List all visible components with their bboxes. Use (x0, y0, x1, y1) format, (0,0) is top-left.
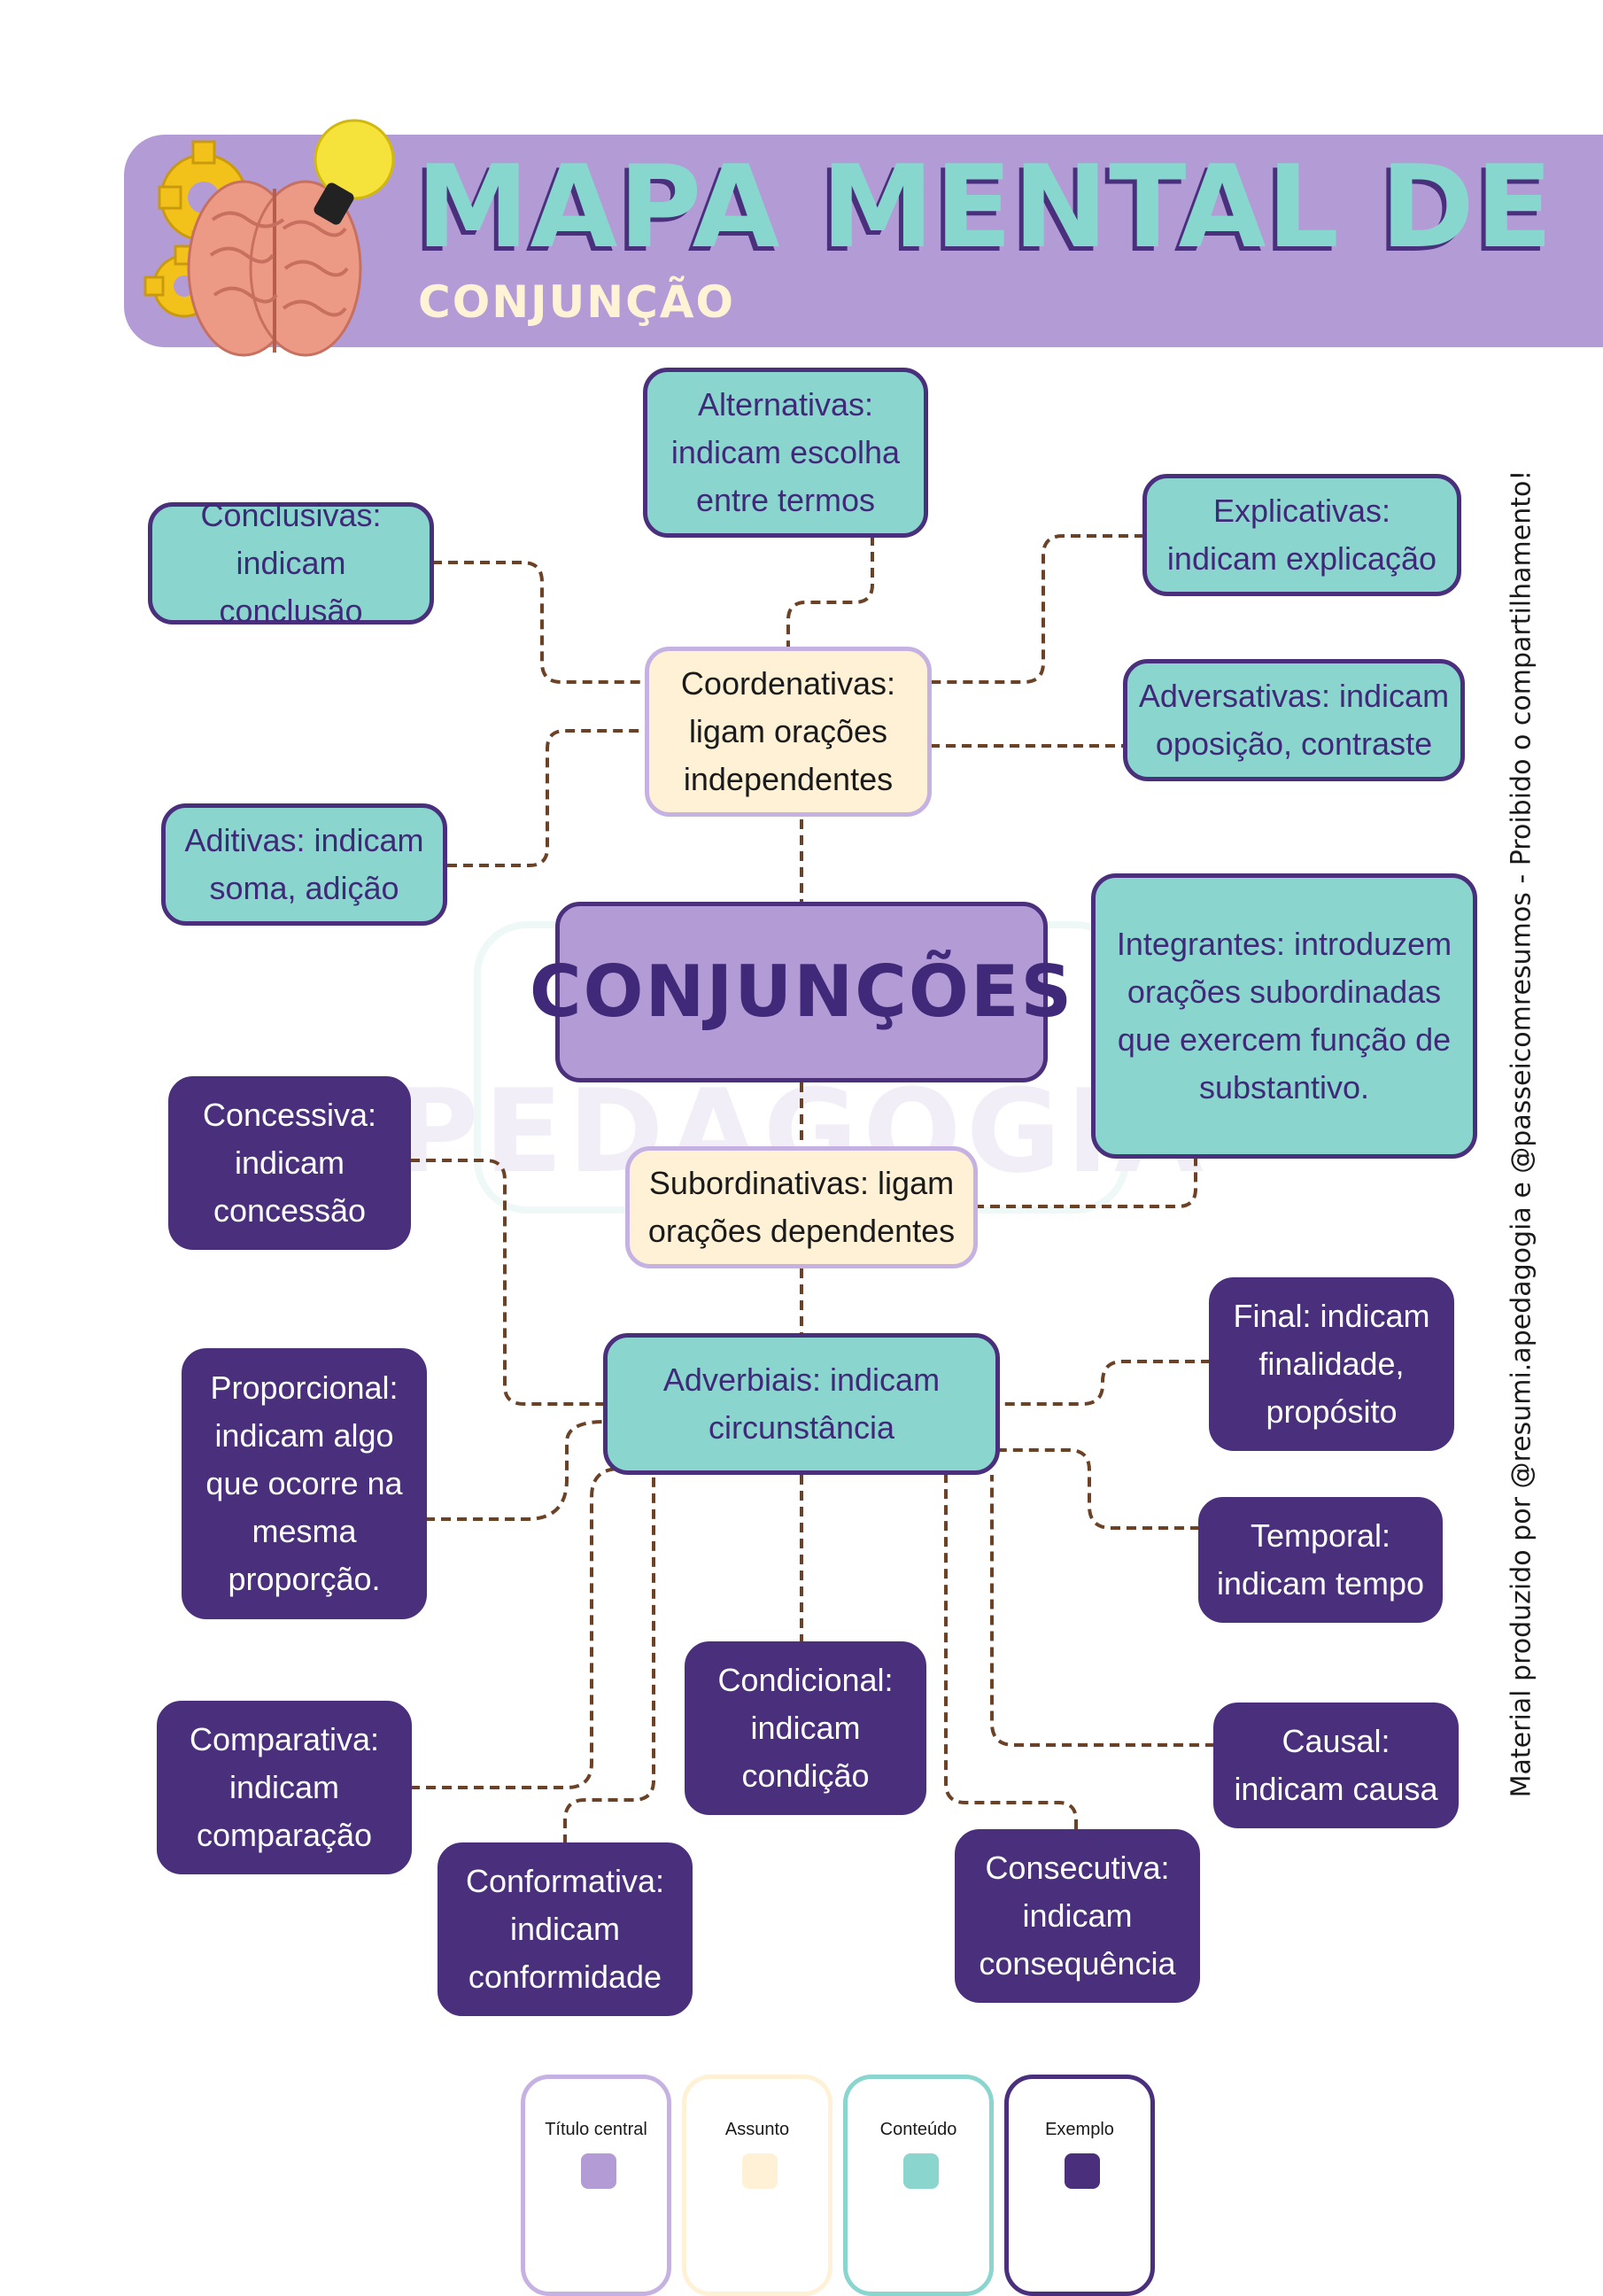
node-temporal: Temporal: indicam tempo (1198, 1497, 1443, 1623)
node-comparativa: Comparativa: indicam comparação (157, 1701, 412, 1874)
link-explicativas (930, 534, 1144, 684)
legend-label: Título central (545, 2120, 647, 2139)
legend-card-exemplo: Exemplo (1004, 2075, 1155, 2296)
node-final: Final: indicam finalidade, propósito (1209, 1277, 1454, 1451)
copyright-side-text: Material produzido por @resumi.apedagogi… (1506, 469, 1537, 1798)
node-consecutiva: Consecutiva: indicam consequência (955, 1829, 1200, 2003)
node-conformativa: Conformativa: indicam conformidade (438, 1842, 693, 2016)
link-consecutiva (944, 1475, 1078, 1829)
link-temporal (999, 1448, 1200, 1530)
node-concessiva: Concessiva: indicam concessão (168, 1076, 411, 1250)
legend-swatch (903, 2153, 939, 2189)
node-explicativas: Explicativas: indicam explicação (1142, 474, 1461, 596)
node-proporcional: Proporcional: indicam algo que ocorre na… (182, 1348, 427, 1619)
legend-label: Assunto (724, 2120, 790, 2139)
page-title: MAPA MENTAL DE (416, 142, 1554, 274)
node-conclusivas: Conclusivas: indicam conclusão (148, 497, 434, 629)
link-aditivas (447, 729, 647, 867)
legend: Título central Assunto Conteúdo Exemplo (521, 2075, 1158, 2296)
legend-card-assunto: Assunto (682, 2075, 832, 2296)
node-aditivas: Aditivas: indicam soma, adição (161, 803, 447, 926)
brain-lightbulb-icon (143, 119, 395, 357)
link-comparativa (410, 1467, 621, 1789)
link-integrantes (974, 1159, 1197, 1208)
legend-label: Exemplo (1045, 2120, 1114, 2139)
node-adverbiais: Adverbiais: indicam circunstância (603, 1333, 1000, 1475)
legend-card-titulo-central: Título central (521, 2075, 671, 2296)
node-subordinativas: Subordinativas: ligam orações dependente… (625, 1146, 978, 1268)
node-integrantes: Integrantes: introduzem orações subordin… (1091, 873, 1477, 1159)
legend-swatch (581, 2153, 616, 2189)
link-conformativa (563, 1475, 655, 1844)
page-subtitle: CONJUNÇÃO (418, 276, 735, 328)
link-conclusivas (432, 561, 647, 684)
node-condicional: Condicional: indicam condição (685, 1641, 926, 1815)
legend-label: Conteúdo (879, 2120, 957, 2139)
node-alternativas: Alternativas: indicam escolha entre term… (643, 368, 928, 538)
link-concessiva (410, 1159, 605, 1406)
link-proporcional (425, 1420, 606, 1521)
node-causal: Causal: indicam causa (1213, 1703, 1459, 1828)
node-coordenativas: Coordenativas: ligam orações independent… (645, 647, 932, 817)
link-alternativas (786, 536, 874, 648)
link-final (999, 1360, 1211, 1406)
legend-card-conteudo: Conteúdo (843, 2075, 994, 2296)
node-adversativas: Adversativas: indicam oposição, contrast… (1123, 659, 1465, 781)
legend-swatch (1065, 2153, 1100, 2189)
link-causal (990, 1475, 1215, 1747)
legend-swatch (742, 2153, 778, 2189)
node-central-conjuncoes: CONJUNÇÕES (530, 902, 1072, 1082)
